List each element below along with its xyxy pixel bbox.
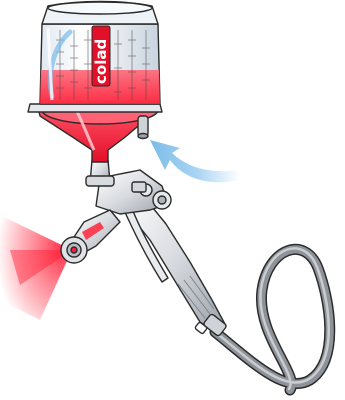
paint-spray [0,215,72,320]
brand-logo-text: colad [92,39,110,84]
spray-gun-body [61,160,227,337]
air-hose [214,248,330,390]
brand-logo: colad [92,26,110,86]
airflow-arrow [150,140,240,182]
